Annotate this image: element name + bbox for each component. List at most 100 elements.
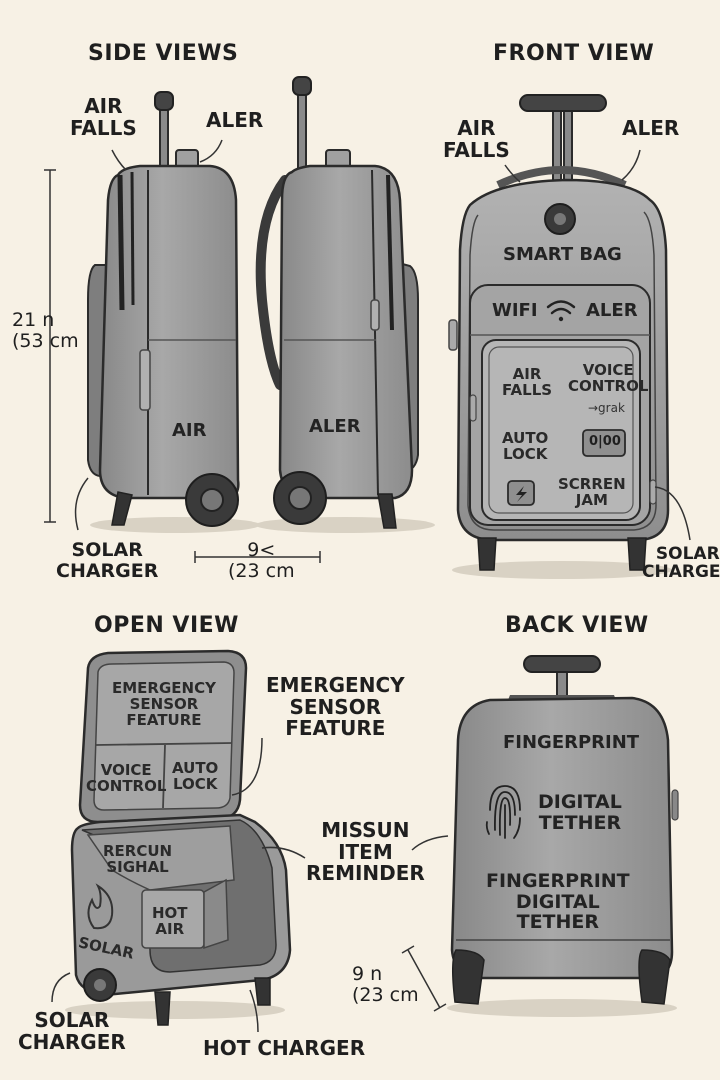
open-bag-inner-pocket — [86, 825, 235, 891]
back-dimension-line — [407, 949, 441, 1009]
back-view-heading: BACK VIEW — [505, 613, 649, 638]
front-smart-bag-label: SMART BAG — [503, 244, 622, 265]
front-aler-leader — [621, 149, 641, 181]
open-bag-lid-divider-h — [95, 742, 233, 746]
side-solar-charger-callout: SOLAR CHARGER — [56, 539, 159, 582]
side-bag-1-foot — [111, 491, 133, 526]
side-bag-1-wheel-hub — [200, 488, 224, 512]
front-view-heading: FRONT VIEW — [493, 41, 655, 66]
open-bag-foot-2 — [254, 977, 271, 1006]
front-bag-wheel-right — [627, 537, 647, 571]
open-missun-leader-left — [261, 846, 306, 859]
front-wifi-aler-label: ALER — [586, 300, 638, 321]
front-voice-control: VOICE CONTROL — [568, 361, 649, 396]
open-bag-lid-inner — [93, 661, 235, 811]
front-air-falls-callout: AIR FALLS — [443, 116, 510, 162]
back-bag-wheel-left — [452, 949, 485, 1005]
front-bag-wheel-left — [477, 537, 497, 571]
front-solar-charger-callout: SOLAR CHARGER — [642, 544, 720, 583]
fire-icon — [87, 883, 114, 930]
side-bag-2-foot — [377, 493, 397, 529]
open-hot-charger-callout: HOT CHARGER — [203, 1036, 366, 1060]
side-bag-2-handle-pole — [297, 89, 307, 171]
back-dimension-tick-bottom — [433, 1003, 447, 1012]
open-hot-charger-leader — [249, 989, 259, 1033]
side-bag-2-handle-grip — [292, 76, 312, 96]
side-bag-2-wheel-hub — [288, 486, 312, 510]
back-bag-handle-grip — [523, 655, 601, 673]
back-bag-shadow — [447, 999, 677, 1017]
front-screen-jam: SCRREN JAM — [558, 475, 626, 510]
front-air-falls-leader — [504, 164, 521, 183]
open-emergency-callout: EMERGENCY SENSOR FEATURE — [266, 673, 405, 741]
front-bag-shadow — [452, 561, 672, 579]
side-bag-2-latch — [370, 299, 380, 331]
open-hot-air-label: HOT AIR — [152, 904, 188, 939]
front-bag-side-latch-inner — [469, 394, 477, 422]
side-bag-2-zipper — [386, 174, 394, 331]
side-bag-1-zipper-2 — [130, 171, 135, 306]
side-bag-2-body — [278, 164, 414, 500]
open-view-bag — [65, 649, 292, 1026]
front-bag-side-latch-right — [649, 479, 657, 505]
front-bag-camera-lens — [554, 213, 566, 225]
open-emergency-leader — [231, 737, 263, 796]
back-bag-side-latch — [671, 789, 679, 821]
front-aler-callout: ALER — [622, 116, 680, 140]
open-bag-foot-1 — [154, 991, 171, 1026]
open-view-heading: OPEN VIEW — [94, 613, 239, 638]
side-height-dimension — [44, 169, 56, 523]
front-panel-air-falls: AIR FALLS — [502, 365, 553, 400]
front-solar-leader — [654, 486, 691, 541]
open-bag-lid-divider-v — [162, 744, 166, 809]
front-bag-side-latch-left — [448, 319, 458, 351]
side-width-dimension — [194, 551, 321, 563]
back-fp-digital-tether-label: FINGERPRINT DIGITAL TETHER — [486, 870, 630, 934]
side-bag-1-handle-grip — [154, 91, 174, 111]
side-bag-2-shadow — [255, 517, 435, 533]
side-air-falls-callout: AIR FALLS — [70, 94, 137, 140]
open-solar-leader — [51, 972, 71, 1003]
front-bag-control-panel — [481, 339, 641, 521]
open-lid-emergency-label: EMERGENCY SENSOR FEATURE — [112, 679, 216, 730]
back-dimension-tick-top — [401, 945, 415, 954]
front-grak-text: →grak — [588, 401, 625, 415]
lightning-icon — [516, 486, 527, 502]
front-view-bag — [448, 94, 672, 579]
side-bag-1-zipper — [117, 174, 125, 311]
side-bag-1-label: AIR — [172, 420, 207, 441]
back-view-bag — [447, 655, 679, 1017]
front-bag-control-panel-inner — [488, 346, 634, 514]
side-solar-leader — [74, 477, 89, 531]
front-bag-top-strap — [496, 166, 627, 189]
front-button-text: 0|00 — [589, 434, 621, 449]
open-solar-charger-callout: SOLAR CHARGER — [18, 1008, 126, 1054]
front-bag-handle-grip — [519, 94, 607, 112]
side-view-bag-1 — [87, 91, 260, 533]
open-bag-shadow — [65, 1001, 285, 1019]
side-air-falls-leader — [111, 149, 127, 171]
side-bag-2-seam — [371, 169, 379, 496]
side-height-label: 21 n (53 cm — [12, 309, 79, 352]
back-digital-tether-label: DIGITAL TETHER — [538, 791, 622, 834]
back-fingerprint-label: FINGERPRINT — [503, 732, 640, 753]
side-view-bag-2 — [255, 76, 435, 533]
side-views-heading: SIDE VIEWS — [88, 41, 239, 66]
front-auto-lock: AUTO LOCK — [502, 429, 549, 464]
open-missun-callout: MISSUN ITEM REMINDER — [306, 818, 425, 886]
open-missun-leader-right — [411, 835, 449, 851]
open-bag-wheel-hub — [94, 979, 106, 991]
fingerprint-icon — [485, 785, 521, 839]
side-bag-1-latch — [139, 349, 151, 411]
open-bag-inner-divider — [203, 878, 229, 950]
side-aler-leader — [199, 139, 223, 163]
side-bag-2-strap — [255, 175, 290, 390]
open-lid-voice-control: VOICE CONTROL — [86, 761, 167, 796]
back-bag-wheel-right — [638, 949, 671, 1005]
open-rercun-signal: RERCUN SIGHAL — [103, 842, 173, 877]
side-width-label: 9< (23 cm — [228, 539, 295, 582]
back-dimension-label: 9 n (23 cm — [352, 963, 419, 1006]
front-bag-button — [582, 429, 626, 457]
